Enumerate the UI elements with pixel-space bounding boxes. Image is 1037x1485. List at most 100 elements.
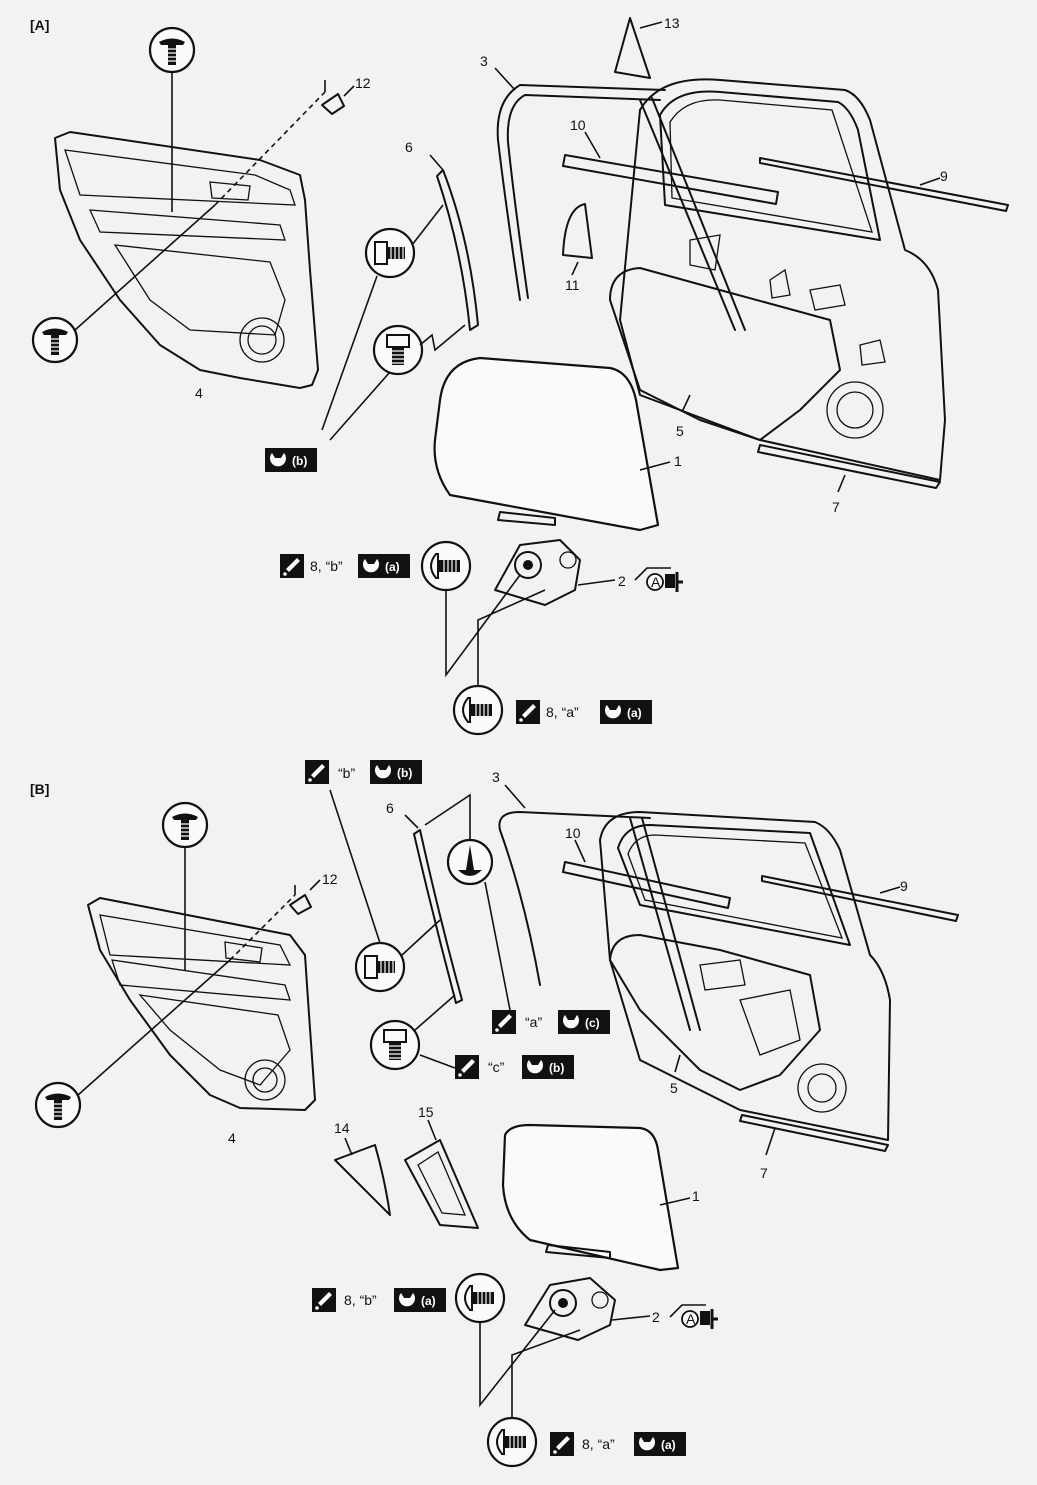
callout-10: 10 [565,825,581,841]
rear-sash-channel-b [413,829,463,1004]
callout-4: 4 [195,385,203,401]
callout-14: 14 [334,1120,350,1136]
callout-9: 9 [900,878,908,894]
clip-icon [34,1081,82,1129]
callout-10: 10 [570,117,586,133]
window-regulator-b [524,1277,616,1341]
screw-icon-b [446,838,494,886]
callout-2: 2 [618,573,626,589]
callout-6: 6 [386,800,394,816]
torque-wrench-icon [558,1010,584,1034]
torque-wrench-icon [265,448,291,472]
door-body-a [619,78,946,481]
bolt-spec-bottom-a: 8, “a” (a) [516,700,652,724]
torque-wrench-icon [370,760,396,784]
sealant-icon [312,1288,336,1312]
door-trim-panel-a [54,131,319,389]
weatherstrip-a [496,84,666,301]
bolt-icon [354,941,406,993]
screw-spec-b: “a” (c) [492,1010,610,1034]
svg-text:(a): (a) [627,706,642,720]
callout-7: 7 [832,499,840,515]
svg-text:(a): (a) [421,1294,436,1308]
svg-text:8, “a”: 8, “a” [582,1436,615,1452]
torque-b-label: (b) [292,454,307,468]
section-a-title: [A] [30,17,49,33]
outer-strip-10-a [562,154,779,205]
section-b: [B] 12 4 6 “b” (b) [30,760,959,1468]
torque-wrench-icon [600,700,626,724]
svg-text:(c): (c) [585,1016,600,1030]
grease-icon: A [668,1303,720,1331]
torque-wrench-icon [634,1432,660,1456]
bolt-icon [454,1272,506,1324]
callout-15: 15 [418,1104,434,1120]
sealant-icon [280,554,304,578]
svg-text:“c”: “c” [488,1059,505,1075]
callout-12: 12 [355,75,371,91]
callout-3: 3 [480,53,488,69]
callout-5: 5 [670,1080,678,1096]
bolt-icon [452,684,504,736]
bolt-icon [486,1416,538,1468]
sealant-icon [455,1055,479,1079]
bolt-bottom-spec: 8, “a” [546,704,579,720]
door-body-b [599,811,891,1141]
svg-text:(b): (b) [397,766,412,780]
sealant-icon [492,1010,516,1034]
door-glass-b [501,1123,680,1272]
weatherstrip-b [498,811,651,986]
svg-text:A: A [651,574,661,590]
svg-text:A: A [686,1311,696,1327]
callout-5: 5 [676,423,684,439]
cover-11-a [562,203,593,259]
weatherstrip-9-b [761,875,959,922]
callout-12: 12 [322,871,338,887]
bolt-spec-lower-b: “c” (b) [455,1055,574,1079]
bolt-top-spec: 8, “b” [310,558,343,574]
sealing-film-b [609,934,821,1091]
callout-1: 1 [674,453,682,469]
clip-icon [161,801,209,849]
callout-1: 1 [692,1188,700,1204]
outer-strip-10-b [562,861,731,909]
sealing-film-a [609,267,841,441]
sealant-icon [550,1432,574,1456]
callout-11: 11 [565,277,580,293]
part-15-b [404,1139,479,1229]
callout-7: 7 [760,1165,768,1181]
section-a: [A] 12 4 6 [30,15,1009,736]
torque-wrench-icon [358,554,384,578]
bolt-icon [364,227,416,279]
torque-wrench-icon [522,1055,548,1079]
bolt-icon [372,324,424,376]
bolt-spec-top-b: 8, “b” (a) [312,1288,446,1312]
clip-icon [148,26,196,74]
weatherstrip-9-a [759,157,1009,212]
callout-3: 3 [492,769,500,785]
rear-sash-channel-a [436,169,479,331]
sealant-icon [516,700,540,724]
svg-text:(b): (b) [549,1061,564,1075]
bolt-spec-bottom-b: 8, “a” (a) [550,1432,686,1456]
svg-text:(a): (a) [385,560,400,574]
callout-6: 6 [405,139,413,155]
door-trim-panel-b [87,897,316,1111]
svg-text:“b”: “b” [338,765,355,781]
clip-icon [31,316,79,364]
callout-9: 9 [940,168,948,184]
callout-13: 13 [664,15,680,31]
callout-2: 2 [652,1309,660,1325]
bolt-spec-top-a: 8, “b” (a) [280,554,410,578]
svg-text:8, “b”: 8, “b” [344,1292,377,1308]
bolt-icon [369,1019,421,1071]
section-b-title: [B] [30,781,49,797]
grease-icon: A [633,566,685,594]
callout-4: 4 [228,1130,236,1146]
torque-wrench-icon [394,1288,420,1312]
bolt-icon [420,540,472,592]
door-glass-a [433,356,660,532]
window-regulator-a [494,539,581,606]
bolt-spec-upper-b: “b” (b) [305,760,422,784]
